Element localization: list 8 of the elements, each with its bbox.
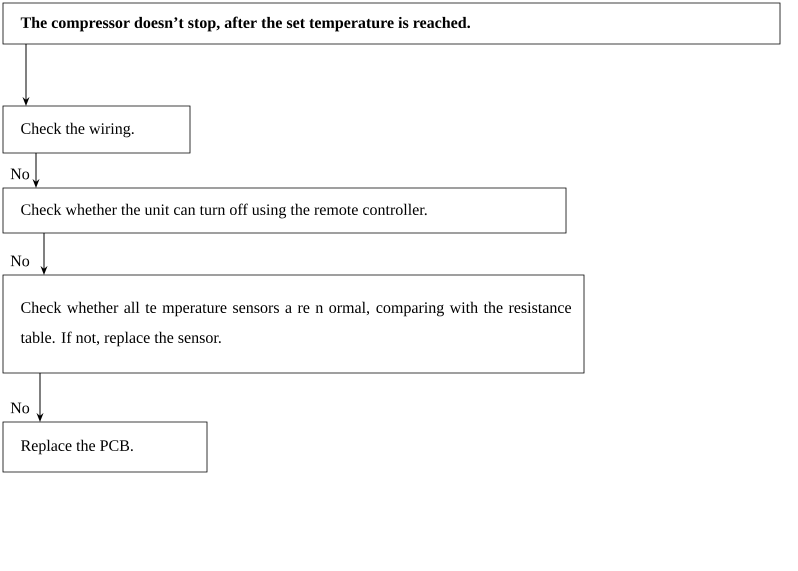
process-box: Check whether all te mperature sensors a re n ormal, comparing with the resistance table. If not, replace the sensor. xyxy=(2,274,584,374)
process-box: Check the wiring. xyxy=(2,106,190,154)
process-box: Replace the PCB. xyxy=(2,422,208,472)
edge-label: No xyxy=(9,168,31,180)
edge-label: No xyxy=(9,402,31,414)
edge-label: No xyxy=(9,254,31,268)
process-box: The compressor doesn’t stop, after the set temperature is reached. xyxy=(2,2,780,44)
process-box: Check whether the unit can turn off using the remote controller. xyxy=(2,188,566,234)
